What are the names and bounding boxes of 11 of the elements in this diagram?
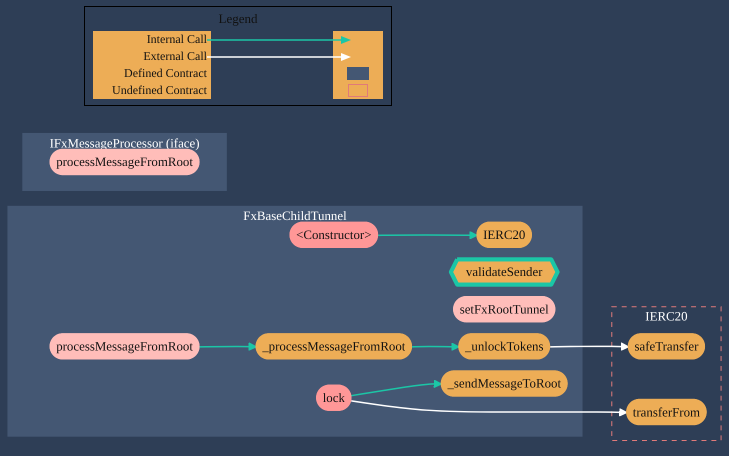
arrow [378, 230, 478, 240]
arrow [200, 342, 257, 351]
legend-title: Legend [218, 11, 258, 27]
arrow [351, 400, 628, 417]
arrow [412, 342, 460, 352]
legend-text: Internal Call [93, 31, 211, 48]
arrow [351, 379, 442, 396]
legend-text: External Call [93, 48, 211, 65]
arrow [550, 342, 630, 351]
legend-text: Undefined Contract [93, 82, 211, 99]
legend-text: Defined Contract [93, 65, 211, 82]
